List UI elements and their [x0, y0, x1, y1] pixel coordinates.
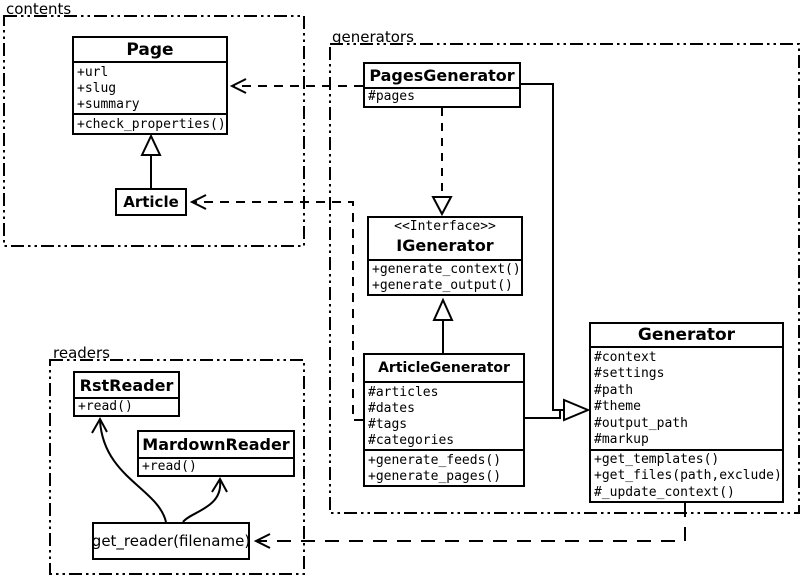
- class-mardownreader: MardownReader +read(): [137, 430, 295, 477]
- class-rstreader: RstReader +read(): [73, 371, 180, 417]
- package-frame-generators: [329, 43, 800, 514]
- class-mardownreader-methods: +read(): [139, 457, 293, 475]
- get-reader-node: get_reader(filename): [92, 522, 250, 560]
- class-page: Page +url +slug +summary +check_properti…: [72, 36, 228, 135]
- class-rstreader-title: RstReader: [79, 375, 174, 395]
- class-page-attributes: +url +slug +summary: [74, 61, 226, 113]
- method: +get_files(path,exclude): [594, 468, 782, 483]
- method: +generate_context(): [372, 262, 521, 277]
- package-label-contents: contents: [6, 0, 72, 18]
- inheritance-articlegenerator-igenerator: [432, 297, 454, 353]
- class-page-title: Page: [126, 39, 174, 60]
- method: +get_templates(): [594, 451, 720, 467]
- method: +generate_feeds(): [368, 453, 502, 468]
- dependency-pagesgenerator-page: [229, 78, 363, 94]
- package-label-generators: generators: [332, 28, 414, 46]
- method: +generate_pages(): [368, 469, 502, 484]
- attribute: #markup: [594, 432, 649, 447]
- attribute: #settings: [594, 366, 665, 381]
- attribute: #tags: [368, 417, 408, 432]
- class-pagesgenerator-title: PagesGenerator: [369, 66, 515, 85]
- attribute: +summary: [77, 97, 140, 112]
- class-articlegenerator-title: ArticleGenerator: [378, 360, 510, 376]
- attribute: #articles: [368, 385, 439, 400]
- attribute: #pages: [368, 89, 415, 104]
- attribute: #path: [594, 382, 634, 398]
- class-page-methods: +check_properties(): [74, 113, 226, 133]
- arrow-getreader-rstreader: [91, 416, 167, 523]
- attribute: +url: [77, 65, 109, 80]
- class-igenerator-header: <<Interface>> IGenerator: [369, 218, 521, 259]
- arrow-getreader-mardownreader: [182, 476, 228, 523]
- attribute: #categories: [368, 433, 455, 448]
- class-article: Article: [115, 188, 187, 216]
- inheritance-generators-generator: [521, 83, 591, 422]
- class-pagesgenerator: PagesGenerator #pages: [363, 62, 521, 108]
- class-pagesgenerator-attributes: #pages: [365, 87, 519, 106]
- class-igenerator: <<Interface>> IGenerator +generate_conte…: [367, 216, 523, 296]
- attribute: +slug: [77, 81, 117, 96]
- class-generator-methods: +get_templates() +get_files(path,exclude…: [591, 448, 782, 502]
- dependency-articlegenerator-article: [189, 194, 363, 421]
- method: +check_properties(): [77, 117, 226, 132]
- class-mardownreader-title: MardownReader: [142, 435, 290, 454]
- realization-pagesgenerator-igenerator: [431, 108, 453, 217]
- class-igenerator-methods: +generate_context() +generate_output(): [369, 259, 521, 294]
- class-articlegenerator-methods: +generate_feeds() +generate_pages(): [365, 449, 523, 485]
- attribute: #output_path: [594, 415, 688, 431]
- attribute: #dates: [368, 401, 415, 416]
- class-generator: Generator #context #settings #path #them…: [589, 322, 784, 503]
- class-rstreader-methods: +read(): [75, 397, 178, 415]
- method: #_update_context(): [594, 484, 735, 500]
- method: +read(): [78, 399, 133, 414]
- class-igenerator-title: IGenerator: [396, 236, 494, 255]
- class-article-title: Article: [123, 193, 179, 211]
- method: +read(): [142, 459, 197, 474]
- class-igenerator-stereotype: <<Interface>>: [394, 219, 496, 234]
- attribute: #theme: [594, 399, 641, 414]
- get-reader-label: get_reader(filename): [91, 532, 251, 550]
- attribute: #context: [594, 349, 657, 365]
- method: +generate_output(): [372, 278, 513, 293]
- class-generator-title: Generator: [637, 324, 736, 345]
- package-frame-contents: [3, 15, 305, 247]
- class-generator-attributes: #context #settings #path #theme #output_…: [591, 345, 782, 449]
- class-articlegenerator-attributes: #articles #dates #tags #categories: [365, 381, 523, 449]
- package-label-readers: readers: [53, 344, 110, 362]
- package-frame-readers: [49, 359, 305, 575]
- dependency-generator-getreader: [253, 503, 686, 549]
- inheritance-article-page: [140, 133, 162, 188]
- class-articlegenerator: ArticleGenerator #articles #dates #tags …: [363, 353, 525, 487]
